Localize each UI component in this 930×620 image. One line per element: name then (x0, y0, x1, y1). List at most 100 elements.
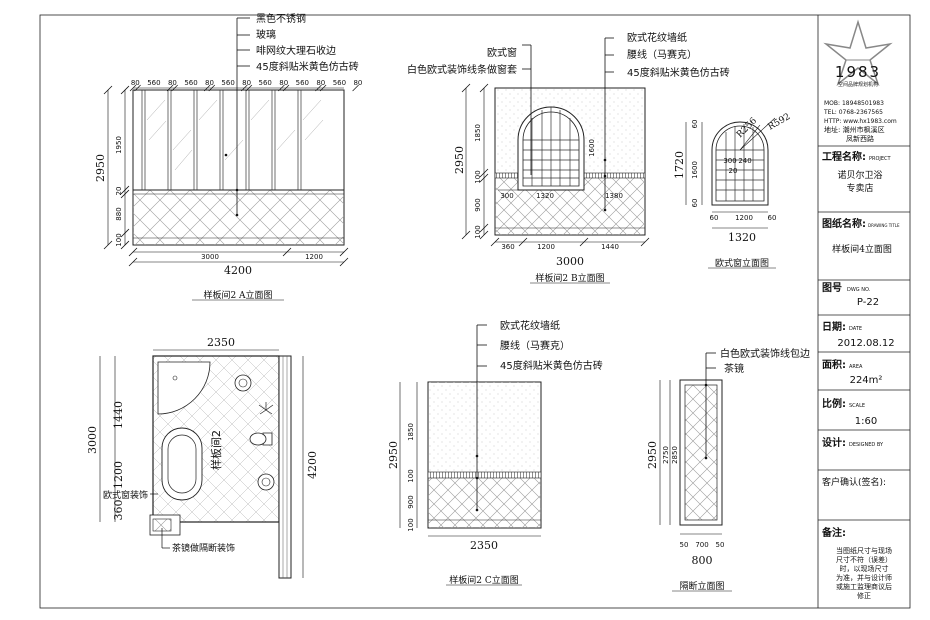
dim-label-a-top: 560 (184, 79, 197, 87)
partition-elevation: 白色欧式装饰线包边 茶镜 2850 2750 2950 50 700 50 80… (646, 347, 810, 592)
callout-marble: 啡网纹大理石收边 (256, 44, 336, 57)
svg-text:茶镜做隔断装饰: 茶镜做隔断装饰 (172, 542, 235, 554)
svg-text:3000: 3000 (556, 255, 584, 268)
svg-text:1720: 1720 (673, 151, 686, 179)
svg-text:900: 900 (407, 495, 415, 508)
svg-text:3000: 3000 (201, 253, 219, 261)
svg-text:800: 800 (692, 554, 713, 567)
svg-text:DWG NO.: DWG NO. (847, 287, 871, 293)
svg-text:1850: 1850 (474, 124, 482, 142)
callout-stainless: 黑色不锈钢 (256, 12, 306, 25)
svg-text:2950: 2950 (453, 146, 466, 174)
svg-text:2350: 2350 (470, 539, 498, 552)
star-logo-icon (823, 19, 893, 87)
svg-text:面积:: 面积: (822, 358, 846, 371)
svg-text:日期:: 日期: (822, 320, 846, 333)
svg-text:224m²: 224m² (850, 375, 883, 386)
elevation-a: 黑色不锈钢 玻璃 啡网纹大理石收边 45度斜贴米黄色仿古砖 80 560 80 560… (94, 12, 362, 301)
svg-text:白色欧式装饰线条做窗套: 白色欧式装饰线条做窗套 (407, 63, 517, 76)
dim-label-a-top: 80 (205, 79, 214, 87)
svg-text:腰线（马赛克）: 腰线（马赛克） (627, 48, 697, 61)
svg-text:DESIGNED BY: DESIGNED BY (849, 442, 884, 448)
svg-text:60: 60 (710, 214, 719, 222)
svg-text:2750: 2750 (662, 446, 670, 464)
svg-text:欧式窗: 欧式窗 (487, 46, 517, 59)
svg-text:DATE: DATE (849, 326, 862, 332)
dim-label-a-top: 80 (242, 79, 251, 87)
dim-tick (282, 84, 290, 92)
caption-b: 样板间2 B立面图 (535, 272, 604, 284)
svg-text:2950: 2950 (646, 441, 659, 469)
svg-text:4200: 4200 (224, 264, 252, 277)
dim-tick (352, 84, 359, 92)
svg-text:1600: 1600 (691, 161, 699, 179)
svg-text:为准，并与设计师: 为准，并与设计师 (836, 573, 892, 582)
dim-tick (129, 84, 137, 92)
dim-label-a-top: 80 (168, 79, 177, 87)
dim-label-a-top: 80 (131, 79, 140, 87)
svg-text:60: 60 (768, 214, 777, 222)
dim-label-a-top: 560 (333, 79, 346, 87)
caption-c: 样板间2 C立面图 (449, 574, 518, 586)
svg-text:2950: 2950 (94, 154, 107, 182)
svg-text:工程名称:: 工程名称: (822, 150, 866, 163)
svg-text:欧式窗装饰: 欧式窗装饰 (103, 489, 148, 501)
svg-text:TEL: 0768-2367565: TEL: 0768-2367565 (823, 109, 883, 116)
title-block: 1983 空间品牌规划机构 MOB: 18948501983 TEL: 0768… (818, 19, 910, 600)
svg-text:客户确认(签名):: 客户确认(签名): (822, 476, 886, 488)
callout-tile: 45度斜贴米黄色仿古砖 (256, 60, 359, 73)
room-label: 样板间2 (209, 430, 223, 470)
svg-text:2850: 2850 (671, 446, 679, 464)
svg-text:700: 700 (695, 541, 708, 549)
svg-text:HTTP: www.hx1983.com: HTTP: www.hx1983.com (824, 118, 897, 125)
dim-label-a-top: 80 (316, 79, 325, 87)
svg-text:60: 60 (691, 199, 699, 208)
svg-text:1440: 1440 (601, 243, 619, 251)
svg-text:1440: 1440 (112, 401, 125, 429)
svg-text:45度斜贴米黄色仿古砖: 45度斜贴米黄色仿古砖 (627, 66, 730, 79)
dim-label-a-top: 560 (296, 79, 309, 87)
svg-text:2350: 2350 (207, 336, 235, 349)
svg-text:比例:: 比例: (822, 397, 846, 410)
svg-text:欧式花纹墙纸: 欧式花纹墙纸 (500, 319, 560, 332)
svg-text:专卖店: 专卖店 (846, 182, 873, 194)
svg-text:空间品牌规划机构: 空间品牌规划机构 (838, 81, 878, 88)
svg-text:SCALE: SCALE (849, 403, 865, 409)
floor-plan: 样板间2 2350 1440 1200 360 3000 4200 欧式窗装饰 … (86, 336, 319, 579)
svg-text:P-22: P-22 (857, 297, 879, 308)
svg-text:100: 100 (115, 233, 123, 246)
svg-text:1950: 1950 (115, 136, 123, 154)
svg-text:样板间4立面图: 样板间4立面图 (832, 243, 892, 255)
svg-text:MOB: 18948501983: MOB: 18948501983 (824, 100, 884, 107)
dim-label-a-top: 560 (221, 79, 234, 87)
svg-text:1200: 1200 (735, 214, 753, 222)
dim-tick (278, 84, 285, 92)
svg-text:3000: 3000 (86, 426, 99, 454)
svg-text:1380: 1380 (605, 192, 623, 200)
svg-text:100: 100 (474, 225, 482, 238)
svg-text:1600: 1600 (588, 139, 596, 157)
svg-text:尺寸不符（误差）: 尺寸不符（误差） (836, 555, 892, 564)
sheet-border (39, 14, 911, 609)
svg-text:时，以现场尺寸: 时，以现场尺寸 (840, 564, 889, 573)
svg-text:茶镜: 茶镜 (724, 362, 744, 375)
svg-text:900: 900 (474, 198, 482, 211)
svg-text:R592: R592 (767, 112, 793, 133)
svg-text:50: 50 (716, 541, 725, 549)
dim-label-a-top: 560 (147, 79, 160, 87)
svg-text:2950: 2950 (387, 441, 400, 469)
svg-text:1200: 1200 (112, 461, 125, 489)
callout-glass: 玻璃 (256, 28, 276, 41)
svg-text:白色欧式装饰线包边: 白色欧式装饰线包边 (720, 347, 810, 360)
svg-text:300: 300 (500, 192, 513, 200)
svg-text:20: 20 (729, 167, 738, 175)
svg-text:60: 60 (691, 120, 699, 129)
logo-text: 1983 (835, 63, 881, 81)
dim-tick (134, 84, 141, 92)
dim-tick (203, 84, 211, 92)
dim-tick (319, 84, 327, 92)
svg-text:1320: 1320 (728, 231, 756, 244)
dim-tick (171, 84, 178, 92)
caption-partition: 隔断立面图 (679, 580, 724, 592)
dim-tick (245, 84, 253, 92)
